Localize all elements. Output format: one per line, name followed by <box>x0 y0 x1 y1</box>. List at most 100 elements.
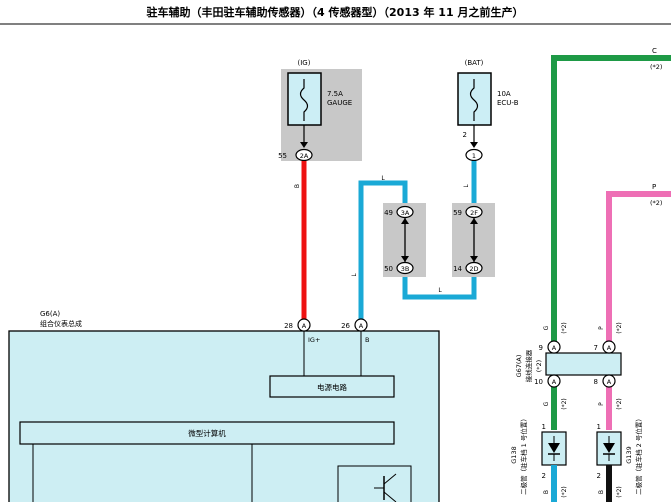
g67-pin-tl-letter: A <box>552 344 557 352</box>
g67-name: 接线连接器 <box>524 349 533 382</box>
g67-note: (*2) <box>535 360 543 372</box>
transistor-frame <box>337 465 412 502</box>
fuse-ecub-arrow-icon <box>470 142 478 148</box>
fuse-gauge-arrow-icon <box>300 142 308 148</box>
meter-pin-a-num: 28 <box>284 322 293 330</box>
junction-right-arrow-down-icon <box>470 256 478 262</box>
g67-pin-tr-num: 7 <box>594 344 598 352</box>
wire-green-note-2: (*2) <box>561 398 568 410</box>
meter-name: 组合仪表总成 <box>40 319 82 328</box>
junction-right-top-label: 2F <box>470 209 478 217</box>
wire-pink-label-1: P <box>598 326 605 330</box>
wire-blue-top-label: L <box>381 175 385 182</box>
diode-g139-top-pin: 1 <box>597 423 601 431</box>
g67-pin-tr-letter: A <box>607 344 612 352</box>
g67-pin-tl[interactable] <box>547 340 561 354</box>
diode-g138-name: 二极管（驻车档 1 号位置） <box>519 415 528 495</box>
top-right-p-note: (*2) <box>650 199 662 207</box>
wire-blue-link[interactable] <box>402 274 477 300</box>
fuse-gauge-pin-label: 2A <box>300 152 309 160</box>
g67-pin-bl[interactable] <box>547 374 561 388</box>
wire-red-label: B <box>294 184 301 188</box>
g67-pin-bl-num: 10 <box>534 378 543 386</box>
wire-pink-label-2: P <box>598 402 605 406</box>
wire-pink-p[interactable] <box>606 191 671 430</box>
g67-connector-box[interactable] <box>545 352 622 376</box>
diode-g139-name: 二极管（驻车档 2 号位置） <box>634 415 643 495</box>
diode-g138-icon <box>548 443 560 453</box>
junction-right-bottom-pin[interactable] <box>465 261 483 275</box>
meter-ecu-box[interactable] <box>8 330 440 502</box>
diode-g139-code: G139 <box>625 446 633 463</box>
page-title: 驻车辅助（丰田驻车辅助传感器）（4 传感器型）（2013 年 11 月之前生产） <box>147 5 524 19</box>
meter-code: G6(A) <box>40 310 60 318</box>
fuse-ecub-icon <box>469 79 479 121</box>
junction-right-bottom-num: 14 <box>453 265 462 273</box>
junction-right-bottom-label: 2D <box>469 265 478 273</box>
fuse-ecub-rating: 10A <box>497 90 511 98</box>
diode-g138-code: G138 <box>510 446 518 463</box>
junction-left-arrow-down-icon <box>401 256 409 262</box>
meter-pin-b-label: B <box>365 336 369 344</box>
g67-pin-br-num: 8 <box>594 378 598 386</box>
junction-left-bottom-label: 3B <box>401 265 410 273</box>
junction-left-top-num: 49 <box>384 209 393 217</box>
junction-left-bottom-pin[interactable] <box>396 261 414 275</box>
meter-pin-b-num: 26 <box>341 322 350 330</box>
junction-right-top-pin[interactable] <box>465 205 483 219</box>
wire-g139-out-note: (*2) <box>616 486 623 498</box>
wire-g138-out-label: B <box>543 490 550 494</box>
g67-pin-br[interactable] <box>602 374 616 388</box>
diode-g138-top-pin: 1 <box>542 423 546 431</box>
transistor-collector <box>383 473 397 485</box>
wire-blue-link-label: L <box>438 287 442 294</box>
junction-left-top-label: 3A <box>401 209 410 217</box>
fuse-ecub-lead-num: 2 <box>463 131 467 139</box>
meter-pin-b-letter: A <box>359 322 364 330</box>
top-right-p-label: P <box>652 183 656 191</box>
wire-green-label-1: G <box>543 325 550 330</box>
wire-green-label-2: G <box>543 401 550 406</box>
fuse-gauge-circuit: (IG) <box>298 59 311 67</box>
power-circuit-label: 电源电路 <box>317 382 347 392</box>
meter-pin-a-letter: A <box>302 322 307 330</box>
g67-pin-br-letter: A <box>607 378 612 386</box>
fuse-gauge-pin-num: 55 <box>278 152 287 160</box>
wire-blue-fuse-label: L <box>463 184 470 188</box>
top-right-c-note: (*2) <box>650 63 662 71</box>
junction-left-arrow-up-icon <box>401 218 409 224</box>
meter-pin-a-label: IG+ <box>308 336 320 344</box>
g67-pin-tr[interactable] <box>602 340 616 354</box>
wire-green-note-1: (*2) <box>561 322 568 334</box>
junction-right-top-num: 59 <box>453 209 462 217</box>
wire-blue-side-label: L <box>351 273 358 277</box>
fuse-ecub-circuit: (BAT) <box>465 59 484 67</box>
top-right-c-label: C <box>652 47 657 55</box>
junction-left-top-pin[interactable] <box>396 205 414 219</box>
fuse-gauge-rating: 7.5A <box>327 90 343 98</box>
power-circuit-box[interactable] <box>269 375 395 398</box>
fuse-ecub-name: ECU-B <box>497 99 519 107</box>
junction-right-arrow-up-icon <box>470 218 478 224</box>
diode-g139-icon <box>603 443 615 453</box>
mcu-label: 微型计算机 <box>188 428 226 438</box>
fuse-ecub-pin-label: 1 <box>472 152 476 160</box>
diode-g138-bottom-pin: 2 <box>542 472 546 480</box>
transistor-emitter <box>383 491 397 502</box>
diode-g139-bottom-pin: 2 <box>597 472 601 480</box>
fuse-gauge-pin[interactable] <box>295 148 313 162</box>
fuse-gauge-icon <box>299 79 309 121</box>
wire-green-g[interactable] <box>551 55 671 430</box>
wire-blue-meter[interactable] <box>358 180 408 319</box>
fuse-ecub-pin[interactable] <box>465 148 483 162</box>
wire-pink-note-1: (*2) <box>616 322 623 334</box>
g67-pin-bl-letter: A <box>552 378 557 386</box>
mcu-box[interactable] <box>19 421 395 445</box>
g67-pin-tl-num: 9 <box>539 344 543 352</box>
wire-g138-out-note: (*2) <box>561 486 568 498</box>
junction-left-bottom-num: 50 <box>384 265 393 273</box>
g67-code: G67(A) <box>515 355 523 378</box>
wire-g139-out-label: B <box>598 490 605 494</box>
wire-pink-note-2: (*2) <box>616 398 623 410</box>
